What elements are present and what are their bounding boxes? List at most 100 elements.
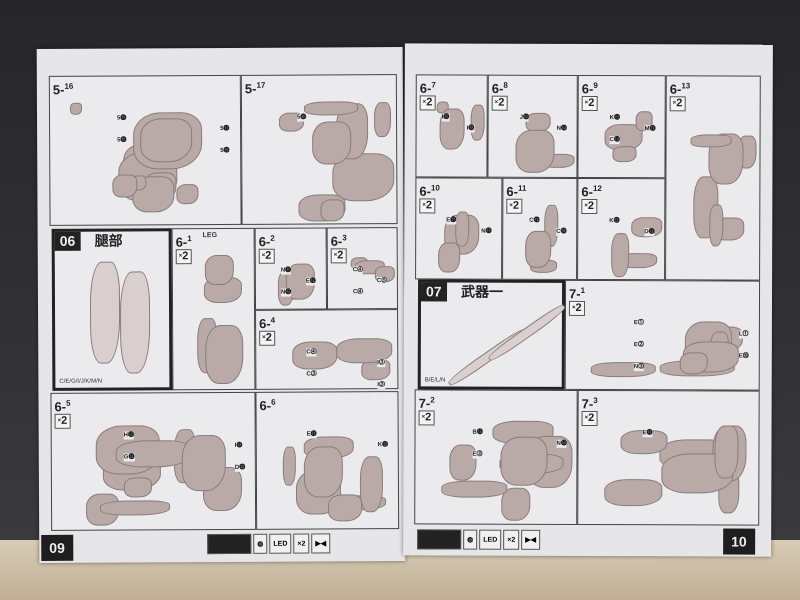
part-label: K⓬ (377, 441, 389, 450)
part-label: E⓫ (446, 216, 457, 225)
model-part-illustration (312, 121, 352, 165)
model-part-illustration (611, 233, 629, 278)
step-minor: 13 (681, 81, 691, 91)
step-minor: 3 (593, 396, 598, 406)
step-number: 6-11 (506, 183, 527, 200)
part-label: C⓭ (609, 136, 620, 145)
part-label: D⓬ (234, 463, 246, 472)
model-part-illustration (303, 446, 344, 498)
part-label: E⓶ (633, 341, 644, 350)
step-number: 6-13 (669, 81, 691, 97)
quantity-multiplier: ×2 (581, 198, 597, 215)
section-number: 06 (54, 231, 81, 251)
step-minor: 5 (66, 398, 71, 408)
part-label: K⓭ (609, 114, 620, 123)
model-part-illustration (327, 494, 363, 522)
step-minor: 6 (271, 397, 276, 407)
quantity-multiplier: ×2 (581, 410, 598, 427)
quantity-multiplier: ×2 (258, 248, 275, 264)
quantity-multiplier: ×2 (175, 249, 192, 265)
step-minor: 1 (580, 285, 586, 295)
quantity-multiplier: ×2 (54, 413, 71, 429)
part-label: I⓷ (377, 381, 386, 390)
multiplier-value: 2 (337, 249, 344, 262)
legend-screw-icon: ◍ (463, 529, 478, 550)
part-label: B⓭ (472, 428, 483, 437)
part-label: L⓵ (738, 330, 749, 339)
model-part-illustration (515, 130, 555, 173)
multiplier-value: 2 (265, 331, 272, 344)
model-part-illustration (438, 242, 461, 273)
step-number: 6-9 (581, 81, 598, 97)
step-major: 6 (175, 234, 183, 250)
part-label: N⓬ (280, 288, 292, 297)
part-label: E⓭ (306, 430, 317, 439)
step-number: 5-17 (244, 80, 266, 97)
part-label: E⓭ (642, 429, 653, 438)
part-label: 5⓳ (220, 146, 230, 156)
multiplier-value: 2 (425, 199, 432, 212)
step-minor: 2 (270, 233, 275, 243)
step-major: 6 (581, 184, 589, 200)
legend-header (207, 533, 252, 555)
section-parts-note: C/E/G/I/J/K/M/N (59, 378, 103, 385)
model-part-illustration (441, 480, 508, 498)
part-label: N⓬ (556, 124, 567, 133)
step-major: 6 (581, 81, 589, 97)
step-number: 6-1 (175, 234, 192, 250)
step-number: 5-16 (52, 81, 74, 98)
page-number: 09 (41, 534, 73, 561)
step-minor: 1 (187, 234, 192, 244)
step-minor: 17 (256, 80, 266, 90)
multiplier-value: 2 (182, 250, 189, 263)
multiplier-value: 2 (61, 414, 68, 427)
step-major: 6 (419, 80, 427, 96)
part-label: N⓫ (280, 266, 292, 275)
step-major: 6 (669, 81, 677, 97)
part-label: C⓮ (556, 227, 567, 236)
step-major: 6 (330, 233, 338, 249)
step-minor: 16 (64, 81, 74, 91)
step-minor: 12 (592, 184, 602, 194)
step-number: 7-2 (418, 395, 435, 411)
multiplier-value: 2 (512, 199, 519, 212)
part-label: E⓷ (472, 450, 483, 459)
quantity-multiplier: ×2 (330, 248, 347, 264)
part-label: C⓸ (306, 348, 317, 357)
part-label: E⓵ (633, 319, 644, 328)
quantity-multiplier: ×2 (419, 198, 435, 214)
model-part-illustration (612, 146, 637, 162)
part-label: 5⓲ (117, 136, 127, 145)
assembled-model-illustration (89, 261, 121, 364)
step-number: 6-2 (258, 233, 275, 250)
part-label: C⓭ (529, 216, 540, 225)
part-label: H⓬ (123, 431, 135, 440)
step-number: 6-3 (330, 233, 347, 249)
model-part-illustration (501, 487, 531, 521)
model-part-illustration (714, 425, 739, 479)
part-label: E⓬ (305, 277, 316, 286)
step-number: 7-3 (581, 396, 598, 412)
multiplier-value: 2 (587, 199, 594, 213)
step-number: 6-6 (259, 397, 276, 414)
model-part-illustration (470, 104, 485, 141)
step-number: 6-5 (54, 398, 71, 415)
legend-multiplier-value: 2 (301, 540, 306, 548)
part-label: N⓭ (556, 439, 567, 448)
quantity-multiplier: ×2 (669, 96, 686, 112)
step-number: 6-12 (581, 184, 602, 200)
model-part-illustration (373, 102, 392, 138)
